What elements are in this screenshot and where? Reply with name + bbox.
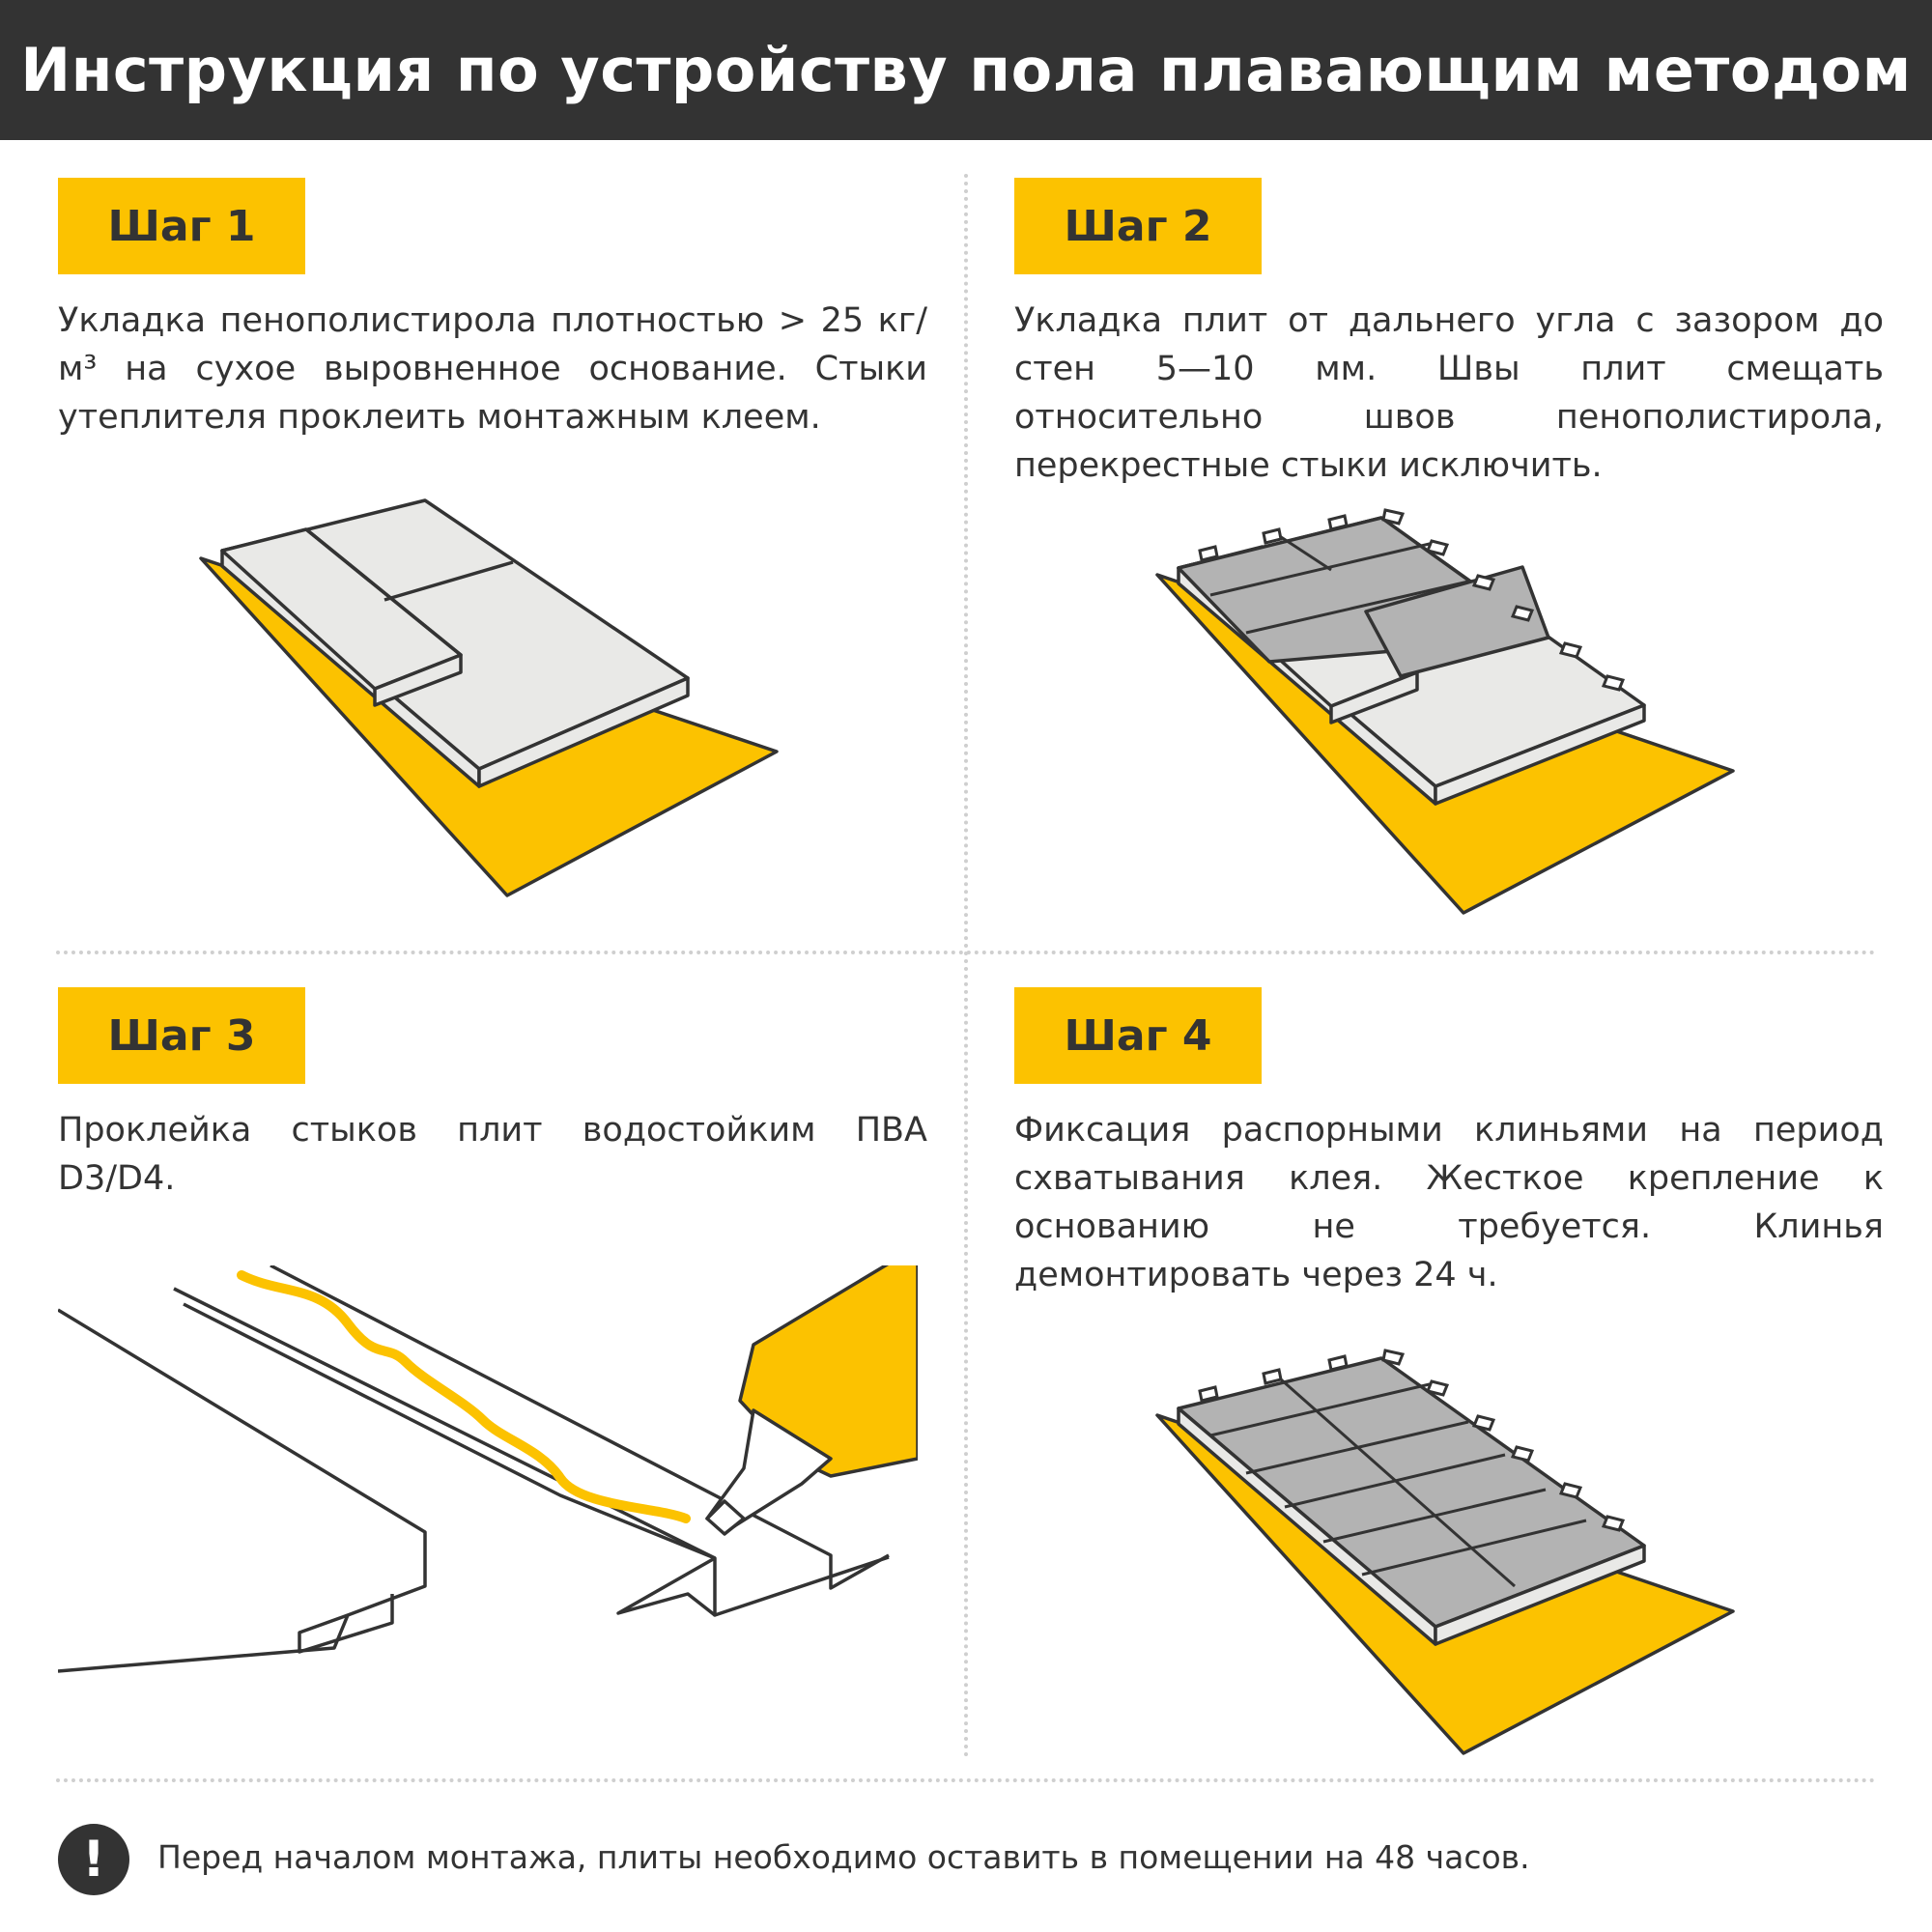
step-1-text: Укладка пенополистирола плотностью > 25 … [58,301,927,437]
step-3-illustration [58,1265,918,1673]
foam-board-side [477,676,690,788]
step-1-illustration [199,498,779,897]
vertical-divider [964,174,968,1758]
step-2-text: Укладка плит от дальнего угла с зазором … [1014,301,1884,485]
exclamation-icon: ! [58,1824,129,1895]
step-4-text: Фиксация распорными клиньями на период с… [1014,1111,1884,1294]
step-1-badge: Шаг 1 [58,178,305,274]
spacer-wedges [1198,508,1626,692]
step-4-badge: Шаг 4 [1014,987,1262,1084]
spacer-wedges [1198,1349,1626,1532]
step-3-text: Проклейка стыков плит водостойким ПВА D3… [58,1111,927,1198]
notice-text: Перед началом монтажа, плиты необходимо … [157,1838,1530,1876]
glue-bottle [705,1265,918,1536]
step-4-illustration [1155,1349,1735,1755]
glue-bead [237,1270,691,1523]
page-title: Инструкция по устройству пола плавающим … [20,35,1912,105]
horizontal-divider-middle [56,951,1876,954]
foam-board-step [373,653,463,707]
horizontal-divider-bottom [56,1778,1876,1782]
step-2-illustration [1155,508,1735,915]
header-bar: Инструкция по устройству пола плавающим … [0,0,1932,140]
step-3-badge: Шаг 3 [58,987,305,1084]
step-2-badge: Шаг 2 [1014,178,1262,274]
laminate-boards [58,1265,890,1673]
